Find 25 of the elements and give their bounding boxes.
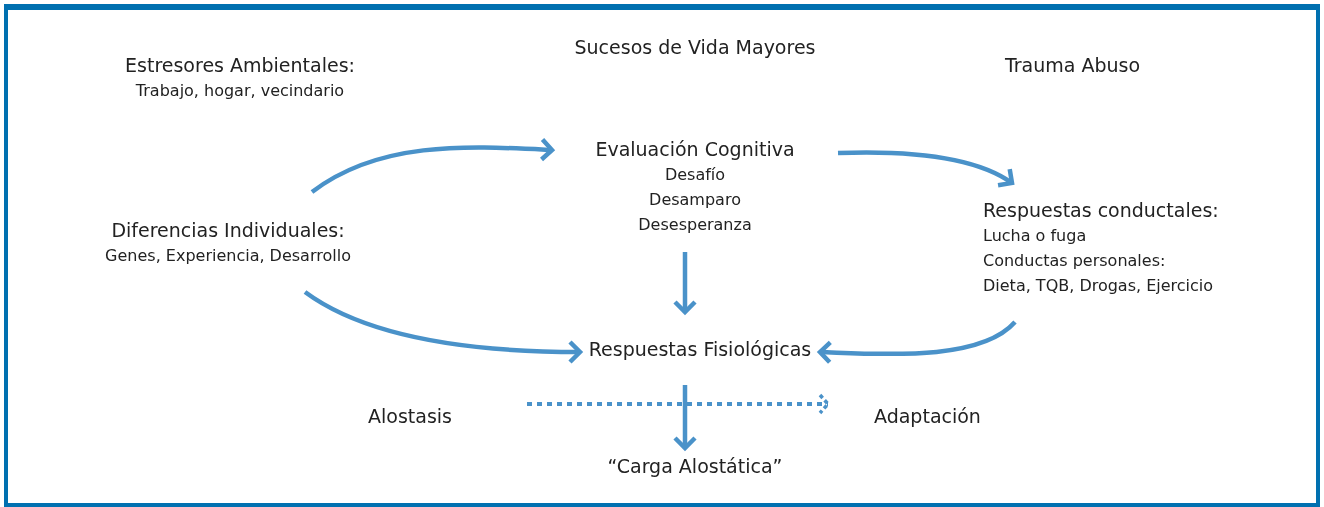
detail-text: Lucha o fuga (983, 225, 1088, 247)
arrow (672, 385, 698, 451)
node-label: Respuestas conductales: (983, 198, 1220, 223)
node-label: “Carga Alostática” (606, 454, 784, 479)
node-label: Trauma Abuso (1003, 53, 1142, 78)
detail-text: Desafío (663, 164, 727, 186)
arrow (310, 137, 555, 194)
arrow (672, 252, 698, 315)
arrow (837, 150, 1015, 189)
detail-text: Trabajo, hogar, vecindario (134, 80, 346, 102)
node-label: Respuestas Fisiológicas (587, 336, 813, 362)
node-label: Evaluación Cognitiva (594, 137, 796, 162)
arrow (817, 320, 1017, 365)
node-label: Estresores Ambientales: (124, 53, 356, 78)
detail-text: Dieta, TQB, Drogas, Ejercicio (983, 275, 1215, 297)
arrow (303, 290, 583, 365)
detail-text: Conductas personales: (983, 250, 1167, 272)
node-label: Adaptación (874, 404, 982, 429)
dashed-arrow (527, 393, 830, 415)
detail-text: Desesperanza (637, 214, 753, 236)
detail-text: Desamparo (648, 189, 742, 211)
detail-text: Genes, Experiencia, Desarrollo (104, 244, 352, 267)
node-label: Diferencias Individuales: (110, 217, 346, 243)
node-label: Sucesos de Vida Mayores (573, 35, 817, 60)
node-label: Alostasis (368, 404, 453, 429)
